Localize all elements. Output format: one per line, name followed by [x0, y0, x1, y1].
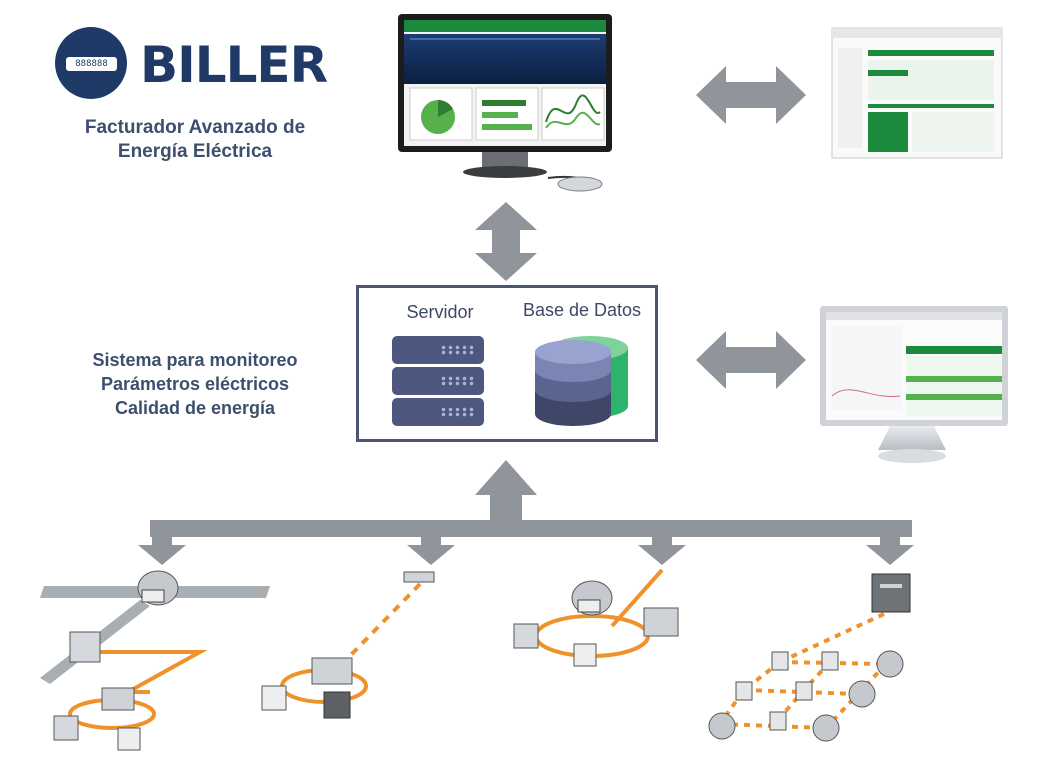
monitoring-caption-line1: Sistema para monitoreo	[92, 350, 298, 370]
monitoring-caption-line3: Calidad de energía	[114, 398, 276, 418]
monitoring-caption-line2: Parámetros eléctricos	[100, 374, 290, 394]
down-arrow-1	[138, 537, 186, 565]
up-to-server-arrow	[475, 460, 537, 520]
meter-network-cluster-3	[513, 568, 679, 667]
desktop-monitor-icon	[398, 14, 612, 192]
web-report-screen-icon	[831, 27, 1003, 159]
server-icon-unit-1	[392, 336, 484, 364]
down-arrow-2	[407, 537, 455, 565]
meter-network-cluster-1	[40, 570, 270, 751]
database-label: Base de Datos	[522, 300, 642, 320]
server-label: Servidor	[406, 302, 474, 322]
server-icon-unit-3	[392, 398, 484, 426]
network-bus-bar	[150, 520, 912, 537]
server-icon-unit-2	[392, 367, 484, 395]
connection-arrows	[138, 66, 914, 565]
down-arrow-3	[638, 537, 686, 565]
monitor-double-arrow	[475, 202, 537, 281]
meter-network-cluster-4	[708, 573, 911, 742]
meter-network-cluster-2	[261, 571, 435, 719]
scada-double-arrow	[696, 331, 806, 389]
billing-caption: Facturador Avanzado de Energía Eléctrica	[60, 116, 330, 164]
down-arrow-4	[866, 537, 914, 565]
brand-logo: BILLER	[140, 36, 328, 94]
billing-caption-line2: Energía Eléctrica	[117, 141, 273, 162]
meter-display: 888888	[66, 57, 117, 71]
billing-caption-line1: Facturador Avanzado de	[84, 117, 306, 138]
scada-monitor-icon	[820, 306, 1008, 463]
report-double-arrow	[696, 66, 806, 124]
database-icon	[535, 336, 628, 426]
monitoring-caption: Sistema para monitoreo Parámetros eléctr…	[70, 348, 320, 420]
